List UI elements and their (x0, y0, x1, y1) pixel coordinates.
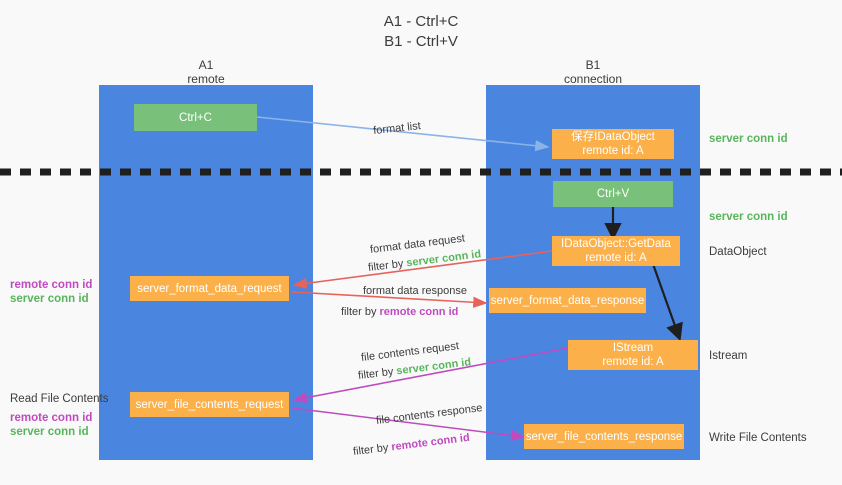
node-format-data-request-label: server_format_data_request (137, 282, 282, 295)
node-file-contents-response-label: server_file_contents_response (525, 430, 683, 443)
node-ctrl-c[interactable]: Ctrl+C (134, 104, 257, 131)
edge-label-format-data-response-filter: filter by remote conn id (341, 305, 458, 319)
filter-key-server-conn-id: server conn id (405, 248, 482, 270)
right-label-server-conn-id-1: server conn id (709, 133, 788, 145)
node-ctrl-c-label: Ctrl+C (179, 111, 212, 124)
edge-label-format-data-response: format data response (363, 285, 467, 297)
node-ctrl-v[interactable]: Ctrl+V (553, 181, 673, 207)
node-getdata-line2: remote id: A (585, 252, 647, 264)
node-save-idataobject-line1: 保存IDataObject (571, 131, 655, 143)
filter-key-remote-conn-id: remote conn id (379, 306, 459, 318)
column-header-b1: B1 connection (486, 58, 700, 86)
node-ctrl-v-label: Ctrl+V (596, 188, 630, 200)
edge-label-file-contents-response-filter: filter by remote conn id (352, 431, 470, 459)
node-istream-line1: IStream (612, 342, 654, 354)
node-istream-line2: remote id: A (602, 356, 664, 368)
filter-prefix: filter by (352, 441, 393, 459)
node-server-format-data-response[interactable]: server_format_data_response (489, 288, 646, 313)
edge-label-file-contents-response: file contents response (375, 402, 484, 428)
node-save-idataobject[interactable]: 保存IDataObject remote id: A (552, 129, 674, 159)
right-label-server-conn-id-2: server conn id (709, 211, 788, 223)
node-istream[interactable]: IStream remote id: A (568, 340, 698, 370)
page-title-line2: B1 - Ctrl+V (384, 33, 458, 50)
column-a1-sub: remote (187, 72, 225, 86)
column-b1-name: B1 (585, 58, 601, 72)
column-a1-name: A1 (198, 58, 214, 72)
edge-label-format-list: format list (372, 120, 422, 138)
node-getdata-line1: IDataObject::GetData (561, 238, 671, 250)
column-header-a1: A1 remote (99, 58, 313, 86)
right-label-istream: Istream (709, 350, 748, 362)
column-b1-sub: connection (563, 72, 623, 86)
left-label-read-file-contents: Read File Contents (10, 393, 109, 405)
left-label-server-conn-id-1: server conn id (10, 293, 89, 305)
page-title-line1: A1 - Ctrl+C (383, 13, 459, 30)
filter-key-remote-conn-id: remote conn id (390, 431, 471, 454)
left-label-remote-conn-id-2: remote conn id (10, 412, 93, 424)
right-label-dataobject: DataObject (709, 246, 767, 258)
node-save-idataobject-line2: remote id: A (582, 145, 644, 157)
node-server-format-data-request[interactable]: server_format_data_request (130, 276, 289, 301)
filter-prefix: filter by (367, 257, 408, 275)
left-label-server-conn-id-2: server conn id (10, 426, 89, 438)
node-server-file-contents-request[interactable]: server_file_contents_request (130, 392, 289, 417)
node-file-contents-request-label: server_file_contents_request (135, 398, 284, 411)
node-idataobject-getdata[interactable]: IDataObject::GetData remote id: A (552, 236, 680, 266)
node-format-data-response-label: server_format_data_response (490, 294, 645, 307)
filter-prefix: filter by (357, 365, 398, 383)
node-server-file-contents-response[interactable]: server_file_contents_response (524, 424, 684, 449)
left-label-remote-conn-id-1: remote conn id (10, 279, 93, 291)
right-label-write-file-contents: Write File Contents (709, 432, 807, 444)
filter-prefix: filter by (341, 306, 380, 318)
